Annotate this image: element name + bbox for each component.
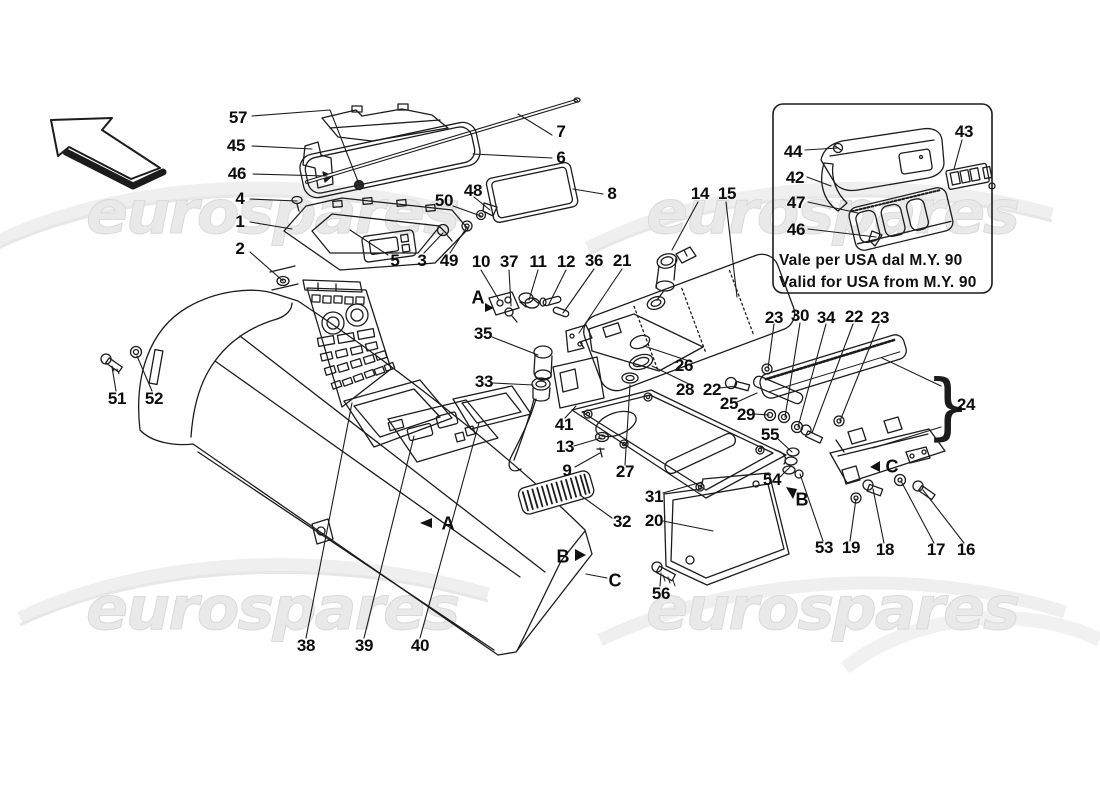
armrest-drawing	[583, 246, 796, 392]
switch-parts-drawing	[488, 291, 605, 472]
swoosh-bottom-right	[597, 576, 1067, 646]
watermark-layer: eurospares eurospares eurospares eurospa…	[0, 178, 1100, 674]
swoosh-top-right-edge	[587, 194, 1053, 257]
inset-box	[772, 103, 993, 294]
arrow-b-right-icon	[786, 487, 797, 499]
screw-washer-drawing	[100, 345, 143, 375]
console-top-cover-drawing	[269, 103, 469, 291]
watermark-text: eurospares	[86, 574, 458, 644]
swoosh-top-left	[0, 181, 464, 248]
swoosh-top-left-edge	[0, 194, 463, 249]
ref-arrowheads	[420, 303, 880, 561]
watermark-text: eurospares	[646, 574, 1018, 644]
watermark-text: eurospares	[86, 178, 458, 248]
swoosh-bottom-left	[17, 558, 490, 624]
swoosh-bottom-left-edge	[19, 570, 489, 627]
inset-note: Vale per USA dal M.Y. 90 Valid for USA f…	[779, 250, 977, 294]
arrow-a-bottom-icon	[420, 518, 432, 528]
inset-note-line1: Vale per USA dal M.Y. 90	[779, 252, 963, 269]
leader-lines	[111, 109, 965, 639]
arrow-b-left-icon	[575, 549, 586, 561]
brace-24-icon: }	[925, 364, 971, 448]
side-panel-drawing	[651, 472, 790, 587]
inset-note-line2: Valid for USA from M.Y. 90	[779, 274, 977, 291]
arrow-a-top-icon	[485, 303, 494, 312]
watermark-text: eurospares	[646, 178, 1018, 248]
glovebox-lid-drawing	[299, 97, 581, 242]
swoosh-top-right	[585, 181, 1054, 254]
inset-box-drawing	[772, 103, 996, 294]
base-plate-drawing	[571, 389, 787, 499]
mount-bracket-drawing	[724, 334, 946, 504]
direction-arrow-icon	[50, 117, 167, 190]
arrow-c-right-icon	[870, 461, 880, 472]
swoosh-bottom-right-arc	[840, 611, 1100, 674]
keypad-panel-drawing	[302, 279, 595, 515]
